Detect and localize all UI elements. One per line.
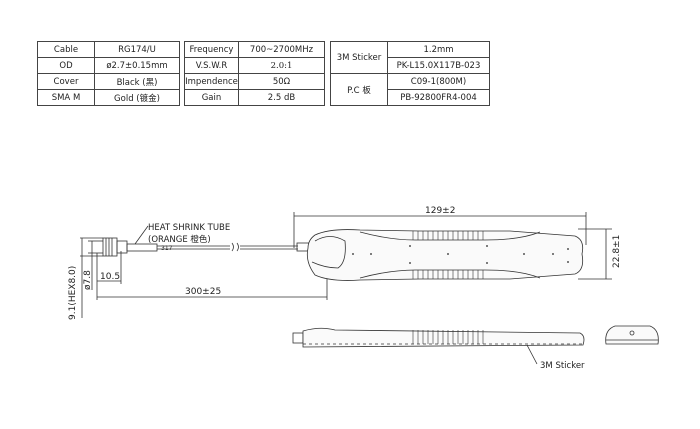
heat-shrink-label: HEAT SHRINK TUBE [148,223,230,233]
antenna-side-view [292,327,585,348]
cell-value: PB-92800FR4-004 [387,89,490,106]
tube-mark: 317 [161,245,173,252]
heat-shrink-tube [126,243,158,252]
cell-label: P.C 板 [330,73,388,106]
dim-diameter-label: ø7.8 [83,270,93,290]
dim-hex-label: 9.1(HEX8.0) [68,266,78,320]
cell-label: 3M Sticker [330,41,388,74]
heat-shrink-color-label: (ORANGE 橙色) [148,234,211,245]
sticker-callout-label: 3M Sticker [540,361,585,371]
dim-cable-length-label: 300±25 [185,287,221,297]
antenna-top-view [296,229,584,281]
table-row: PB-92800FR4-004 [331,89,490,106]
cell-value: 2.5 dB [238,89,325,106]
dim-body-length-label: 129±2 [425,206,455,216]
antenna-end-view [605,325,659,345]
cell-label: Gain [184,89,239,106]
cell-value: Gold (镀金) [94,89,180,106]
sma-connector [102,237,158,257]
dim-connector-label: 10.5 [100,272,120,282]
dim-body-width-label: 22.8±1 [612,235,622,268]
